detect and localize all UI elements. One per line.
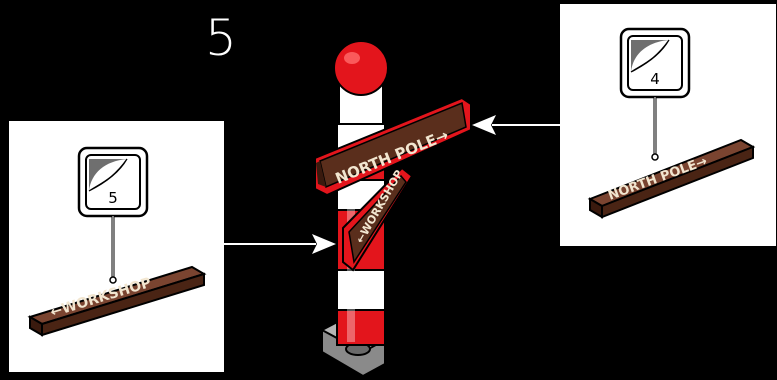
arrow-right-icon [224, 234, 336, 254]
arrow-left-icon [472, 115, 560, 135]
